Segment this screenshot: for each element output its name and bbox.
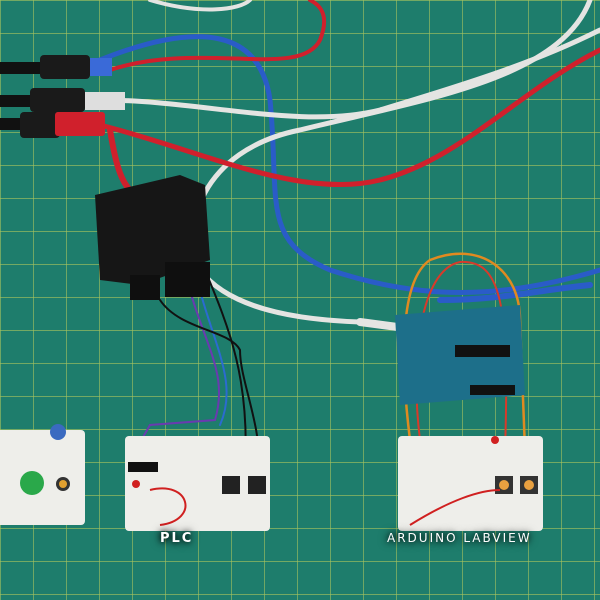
usb-cable-white-2	[190, 0, 593, 325]
breadboard-left	[0, 424, 85, 525]
usb-cable-blue	[97, 34, 600, 295]
usb-cable-red	[97, 47, 600, 188]
arduino-board	[395, 305, 525, 405]
plc-device	[95, 175, 210, 300]
breadboard-arduino	[398, 436, 543, 531]
usb-plugs	[0, 55, 125, 138]
arduino-labview-caption: ARDUINO LABVIEW	[387, 531, 532, 545]
plc-caption: PLC	[160, 531, 194, 546]
breadboard-plc	[125, 436, 270, 531]
usb-cable-red-2	[108, 0, 327, 72]
